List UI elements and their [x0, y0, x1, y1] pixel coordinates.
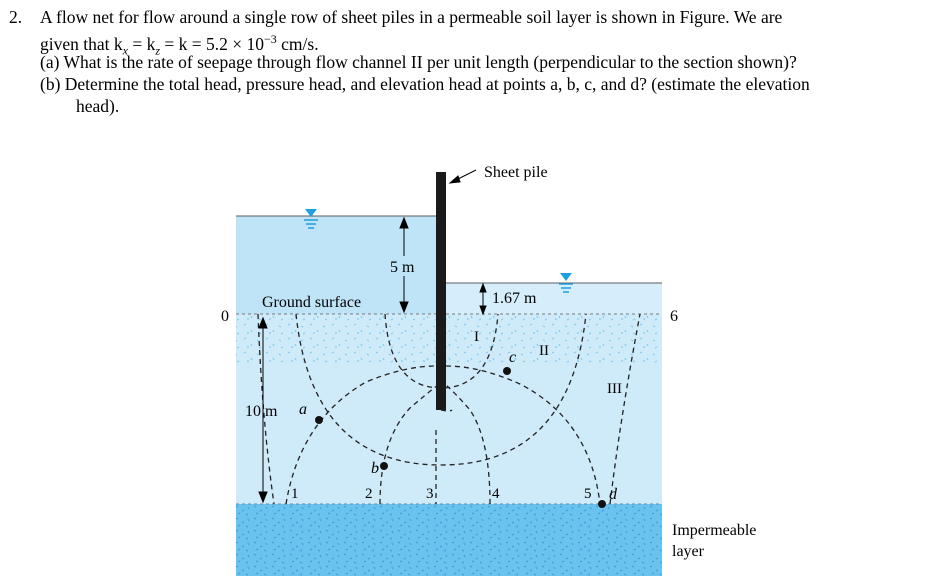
- equation-part: = k: [127, 33, 156, 54]
- flow-line-tip: [440, 409, 453, 412]
- soil-texture: [236, 314, 662, 364]
- given-text: given that k: [40, 33, 123, 54]
- subscript-z: z: [155, 43, 160, 58]
- points: [315, 367, 606, 508]
- equipotential-lines: [257, 313, 641, 505]
- sheet-pile: [436, 172, 446, 410]
- equipotential-line-6: [609, 313, 641, 505]
- point-d-label: d: [609, 486, 618, 503]
- point-c-label: c: [509, 349, 516, 366]
- point-b: [380, 462, 388, 470]
- equipotential-number-1: 1: [291, 486, 299, 502]
- exponent: −3: [263, 32, 277, 46]
- flow-channel-III: III: [607, 381, 622, 397]
- downstream-water: [446, 283, 662, 314]
- part-a: (a) What is the rate of seepage through …: [40, 52, 797, 72]
- datum-right-label: 6: [670, 308, 678, 325]
- point-b-label: b: [371, 460, 379, 477]
- point-c: [503, 367, 511, 375]
- equipotential-line-1: [257, 313, 275, 505]
- water-table-marker-left: [304, 209, 318, 229]
- point-a: [315, 416, 323, 424]
- ground-surface-label: Ground surface: [262, 294, 361, 311]
- equation-part: = k = 5.2 × 10: [160, 33, 264, 54]
- water-table-marker-right: [559, 273, 573, 293]
- equipotential-line-1b: [285, 365, 437, 505]
- subscript-x: x: [122, 43, 128, 58]
- problem-statement: A flow net for flow around a single row …: [40, 7, 783, 27]
- part-b-line-2: head).: [76, 96, 120, 116]
- impermeable-label-1: Impermeable: [672, 522, 756, 539]
- depth-label: 10 m: [245, 403, 278, 420]
- equipotential-line-4: [445, 384, 491, 505]
- problem-line-2: given that kx = kz = k = 5.2 × 10−3 cm/s…: [40, 29, 319, 60]
- equipotential-number-5: 5: [584, 486, 592, 502]
- equipotential-number-4: 4: [492, 486, 500, 502]
- part-b-line-1: (b) Determine the total head, pressure h…: [40, 74, 810, 94]
- impermeable-texture: [236, 504, 662, 576]
- datum-left-label: 0: [221, 308, 229, 325]
- dimension-markers: [258, 169, 487, 504]
- flow-line-2: [295, 313, 587, 466]
- impermeable-label-2: layer: [672, 543, 705, 560]
- point-d: [598, 500, 606, 508]
- flow-channel-I: I: [474, 329, 479, 345]
- flow-channel-II: II: [539, 343, 549, 359]
- sheet-pile-label: Sheet pile: [484, 164, 548, 181]
- equipotential-number-3: 3: [426, 486, 434, 502]
- unit-text: cm/s.: [276, 33, 319, 54]
- upstream-water: [236, 216, 436, 314]
- equipotential-number-2: 2: [365, 486, 373, 502]
- problem-number: 2.: [9, 7, 23, 27]
- left-head-label: 5 m: [390, 259, 415, 276]
- equipotential-line-2: [379, 384, 439, 505]
- point-a-label: a: [299, 401, 307, 418]
- right-head-label: 1.67 m: [492, 290, 537, 307]
